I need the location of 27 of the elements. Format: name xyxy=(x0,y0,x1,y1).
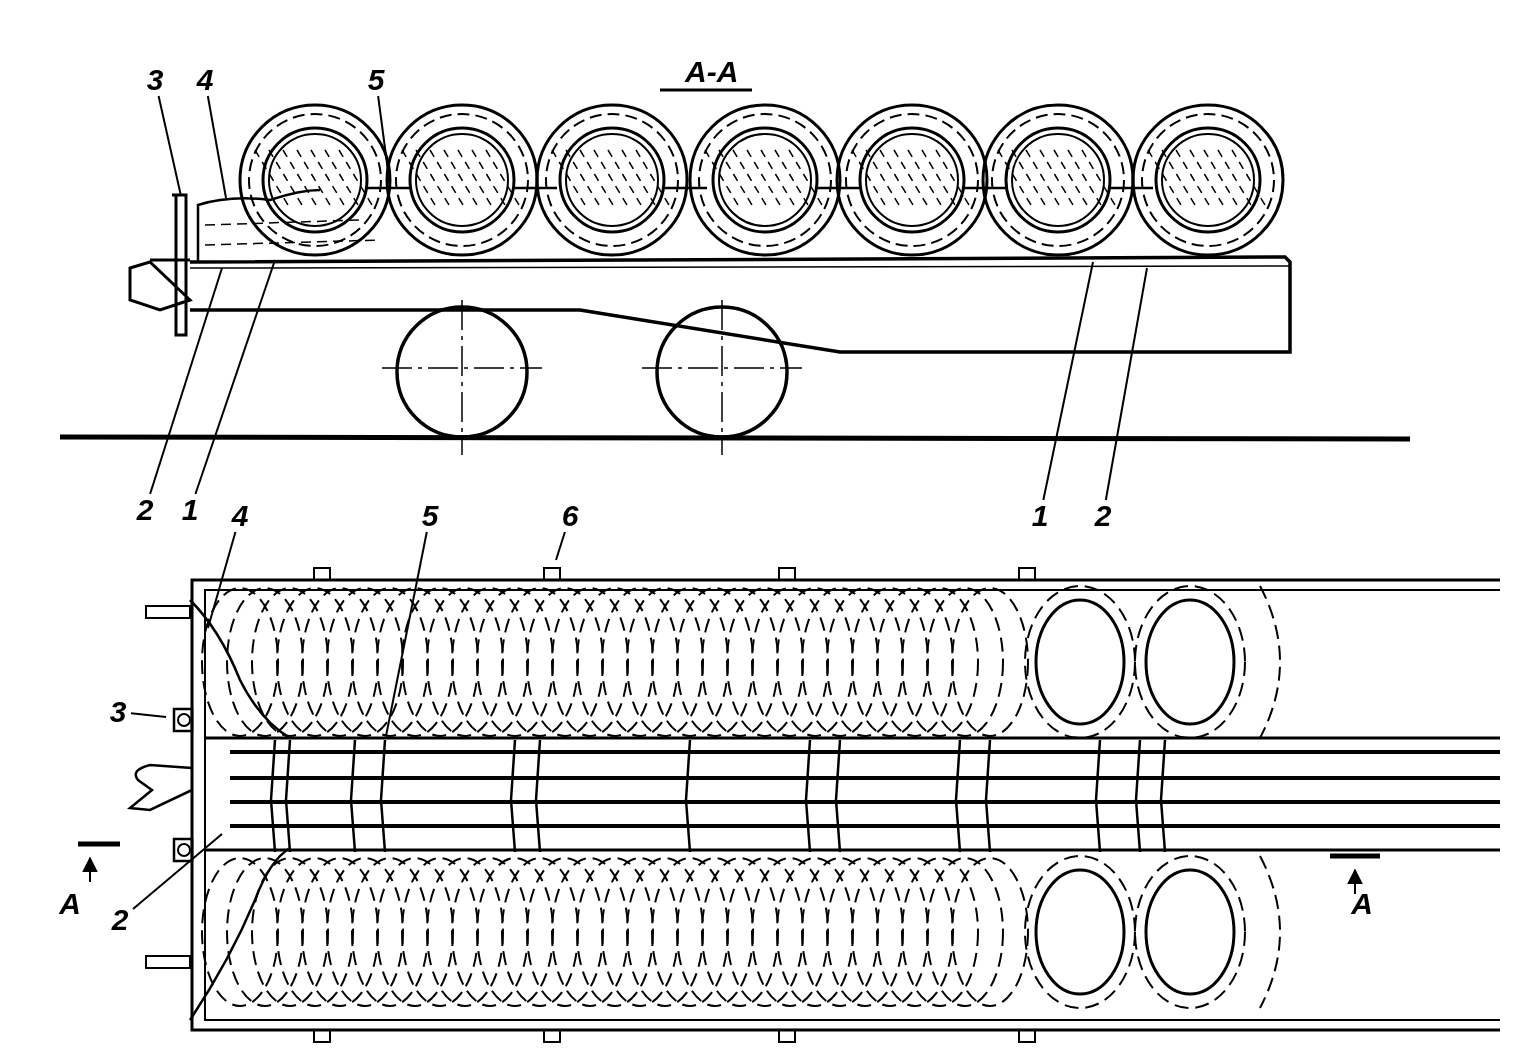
callout-number: 5 xyxy=(363,64,389,96)
callout-number: 2 xyxy=(1090,500,1116,532)
leader-line xyxy=(1042,261,1094,501)
callout-number: 6 xyxy=(557,500,583,532)
section-letter: A xyxy=(58,888,82,920)
leader-line xyxy=(130,712,167,718)
section-title: A-A xyxy=(685,56,739,88)
leader-line xyxy=(207,531,237,629)
callout-number: 4 xyxy=(227,500,253,532)
leader-line xyxy=(555,531,566,561)
callout-number: 2 xyxy=(132,494,158,526)
leader-line xyxy=(157,95,182,197)
leader-line xyxy=(385,531,428,737)
leader-line xyxy=(194,259,276,495)
callout-number: 3 xyxy=(105,696,131,728)
leader-line xyxy=(1104,267,1148,501)
callout-number: 1 xyxy=(177,494,203,526)
callout-number: 3 xyxy=(142,64,168,96)
callout-number: 4 xyxy=(192,64,218,96)
leader-line xyxy=(206,95,227,199)
callout-number: 5 xyxy=(417,500,443,532)
leader-line xyxy=(377,95,391,187)
leader-line xyxy=(132,833,223,911)
leader-line xyxy=(149,267,223,495)
callout-number: 2 xyxy=(107,904,133,936)
callout-number: 1 xyxy=(1027,500,1053,532)
section-letter: A xyxy=(1350,888,1374,920)
